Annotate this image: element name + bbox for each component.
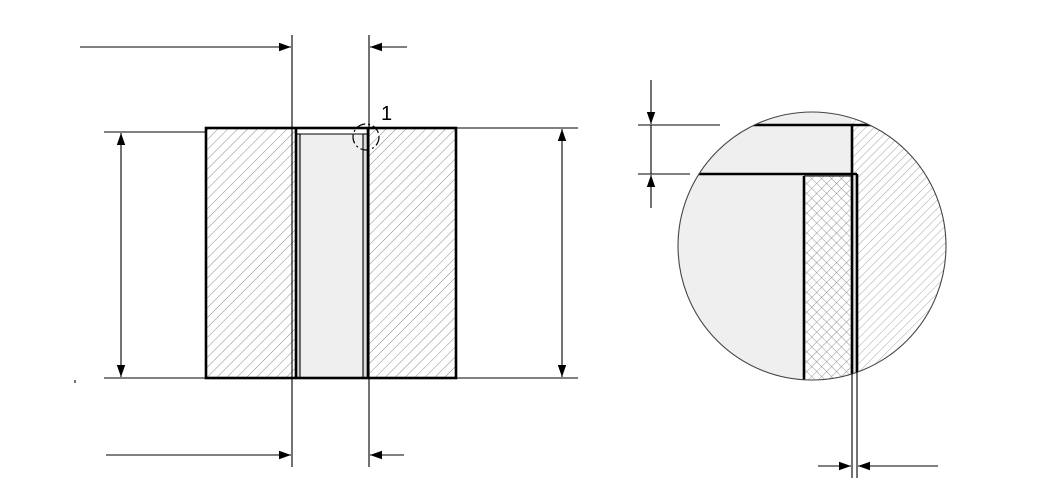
part-outline — [204, 126, 458, 380]
lining-outline — [299, 133, 364, 378]
left-wall-section — [206, 128, 296, 378]
lining-left — [296, 134, 300, 378]
sectional-view: 1 — [74, 35, 578, 467]
lining-right — [363, 134, 368, 378]
detail-wall-section — [852, 112, 946, 380]
detail-view — [638, 80, 947, 478]
bore — [300, 134, 363, 378]
right-wall-section — [368, 128, 456, 378]
detail-circle-boundary — [677, 111, 947, 381]
detail-lining — [804, 176, 852, 380]
detail-marker-label: 1 — [381, 103, 392, 125]
detail-marker-circle — [352, 123, 380, 151]
